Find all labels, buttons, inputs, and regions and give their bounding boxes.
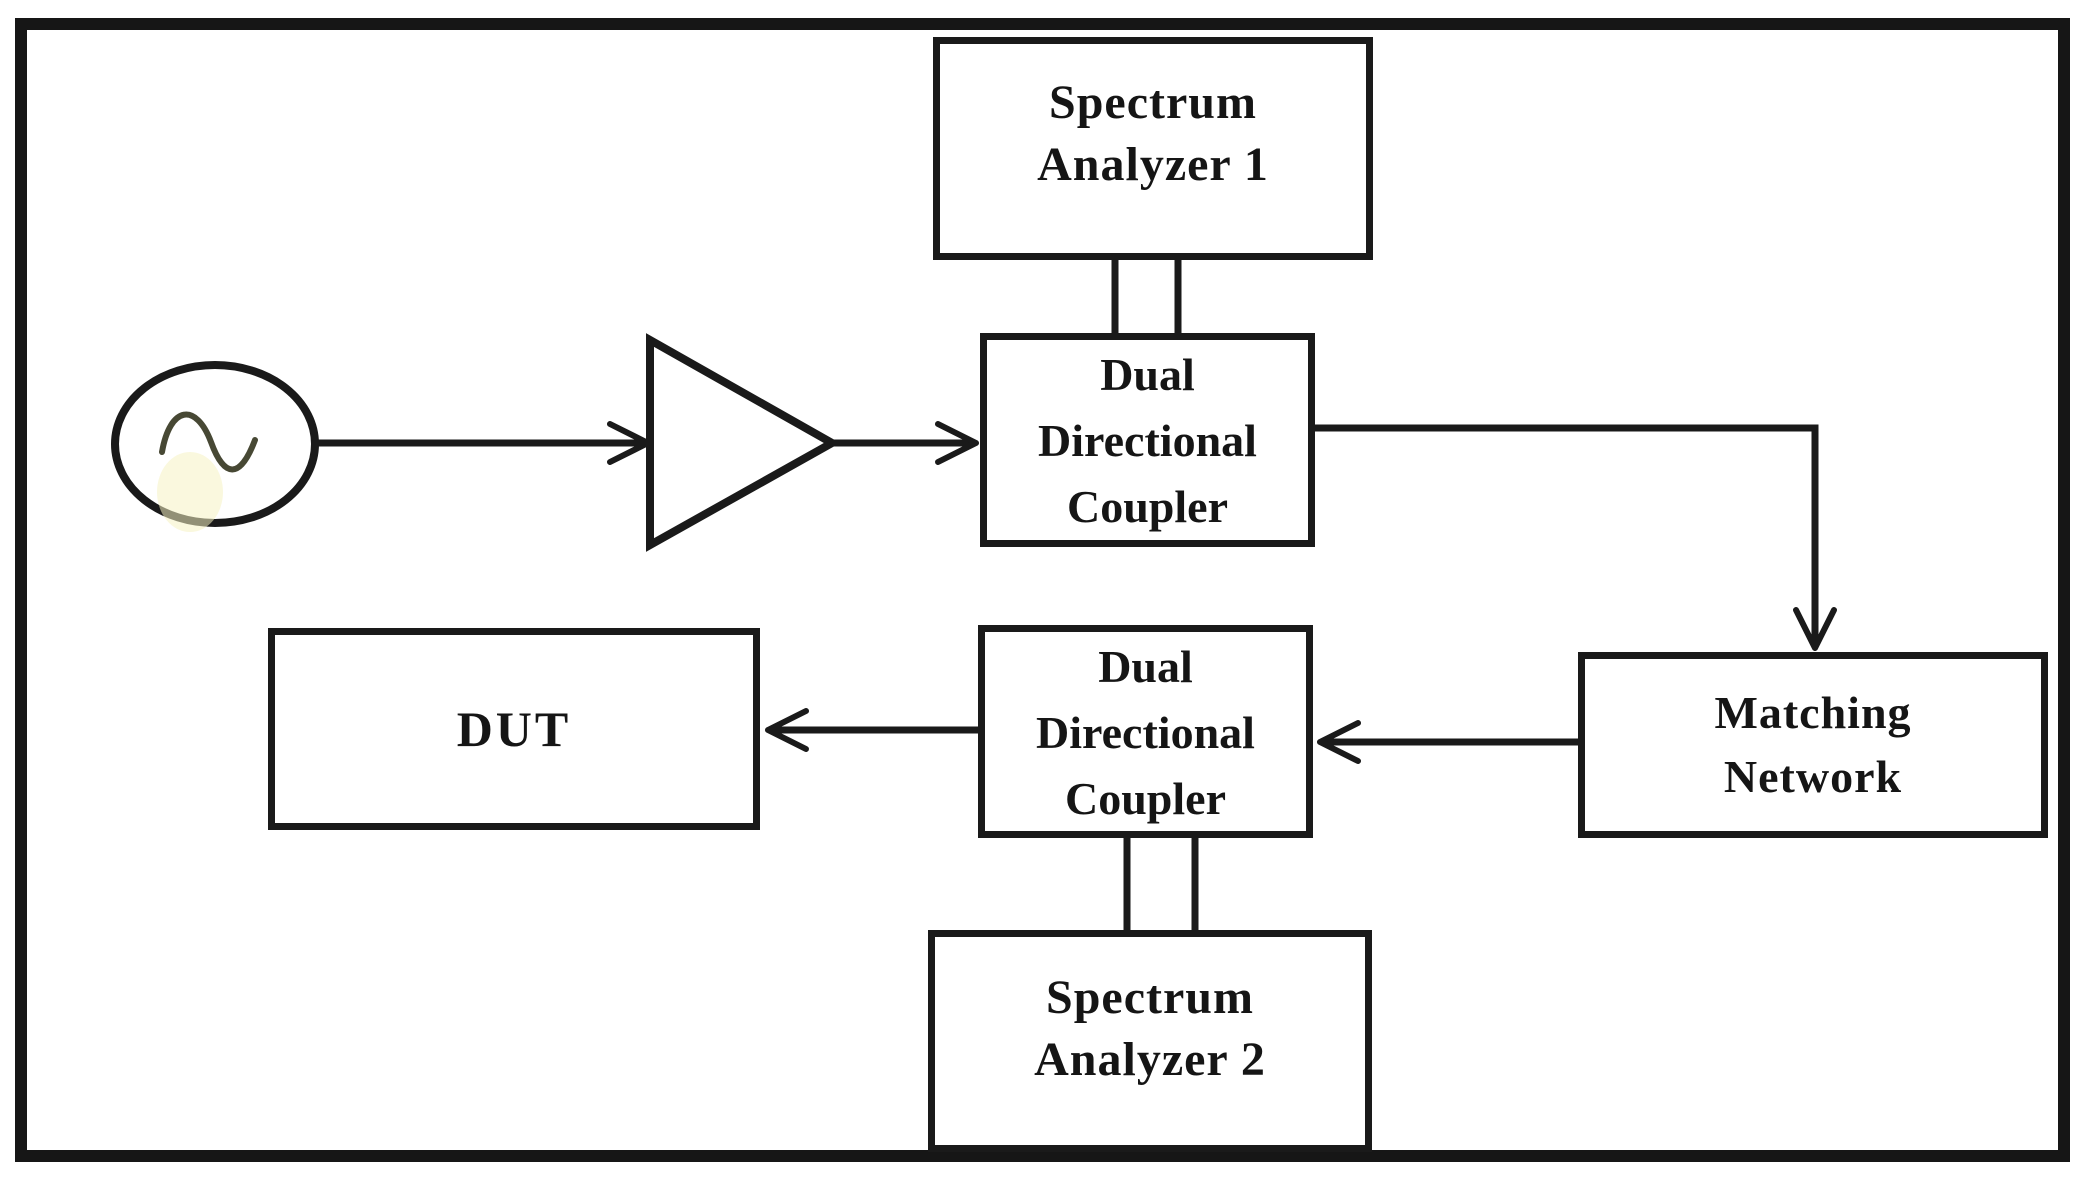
coupler-top-label-line3: Coupler xyxy=(1067,481,1228,532)
sine-highlight-blob xyxy=(157,452,223,532)
sine-wave-icon xyxy=(159,411,258,473)
arrow-coupler-bottom-to-dut xyxy=(765,708,978,752)
coupler-top-label-line1: Dual xyxy=(1100,349,1195,400)
dut-box: DUT xyxy=(268,628,760,830)
arrow-matching-network-to-coupler-bottom xyxy=(1317,720,1578,764)
spectrum-analyzer-1-label-line2: Analyzer 1 xyxy=(1037,138,1269,191)
outer-frame xyxy=(15,18,2070,1162)
spectrum-analyzer-1-label-line1: Spectrum xyxy=(1049,76,1257,129)
coupler-bottom-label-line2: Directional xyxy=(1036,707,1255,758)
spectrum-analyzer-2-label-line2: Analyzer 2 xyxy=(1034,1033,1266,1086)
arrow-source-to-amplifier xyxy=(316,421,651,465)
coupler-top-label-line2: Directional xyxy=(1038,415,1257,466)
signal-source xyxy=(111,361,319,532)
link-sa1-to-coupler-top xyxy=(1111,258,1182,335)
link-coupler-bottom-to-sa2 xyxy=(1123,836,1199,932)
arrow-coupler-top-to-matching-network xyxy=(1315,424,1837,651)
matching-network-box: Matching Network xyxy=(1578,652,2048,838)
dual-directional-coupler-top-box: Dual Directional Coupler xyxy=(980,333,1315,547)
spectrum-analyzer-2-box: Spectrum Analyzer 2 xyxy=(928,930,1372,1152)
spectrum-analyzer-1-box: Spectrum Analyzer 1 xyxy=(933,37,1373,260)
matching-network-label-line1: Matching xyxy=(1714,687,1912,738)
coupler-bottom-label-line3: Coupler xyxy=(1065,773,1226,824)
arrow-amplifier-to-coupler-top xyxy=(832,421,979,465)
spectrum-analyzer-2-label-line1: Spectrum xyxy=(1046,971,1254,1024)
dut-label: DUT xyxy=(456,701,572,757)
coupler-bottom-label-line1: Dual xyxy=(1098,641,1193,692)
amplifier-triangle-icon xyxy=(646,333,841,552)
dual-directional-coupler-bottom-box: Dual Directional Coupler xyxy=(978,625,1313,838)
matching-network-label-line2: Network xyxy=(1723,751,1903,802)
